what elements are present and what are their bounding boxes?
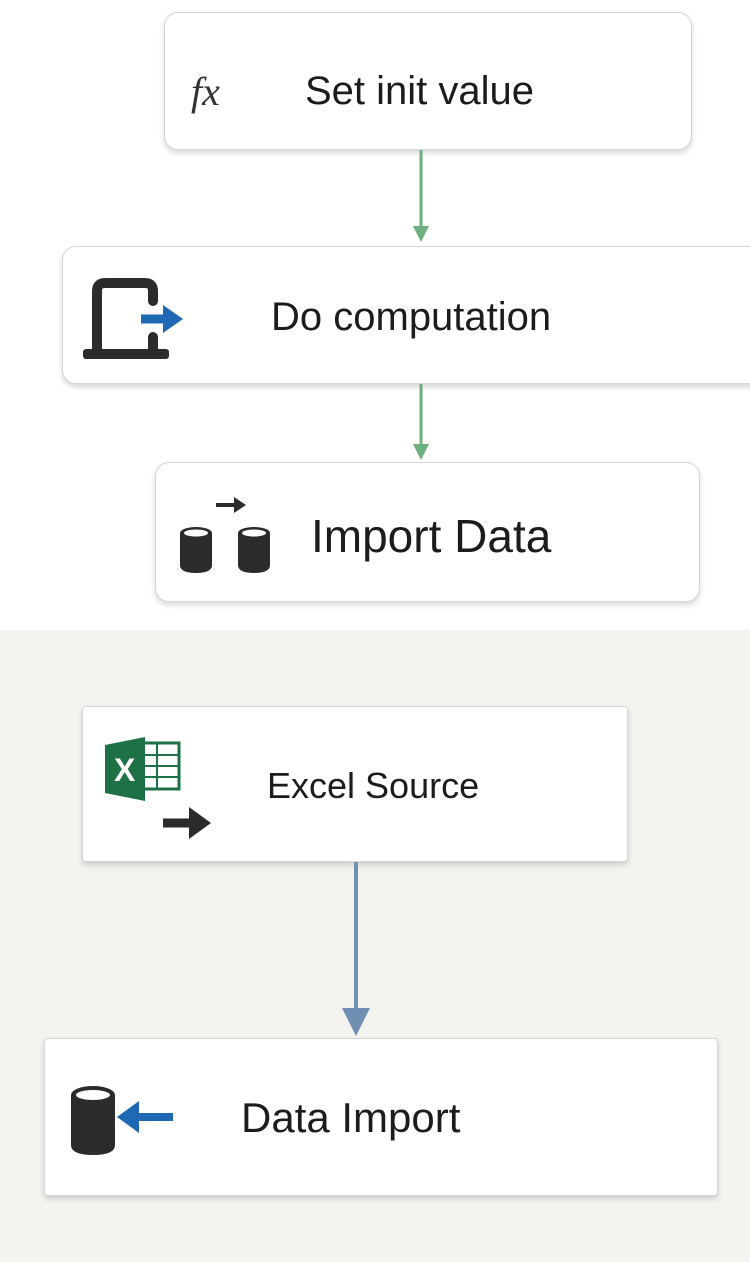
task-do-computation[interactable]: Do computation [62,246,750,384]
component-excel-source[interactable]: X Excel Source [82,706,628,862]
control-flow-canvas: fx Set init value Do computation [0,0,750,630]
excel-source-icon: X [105,737,211,839]
precedence-constraint[interactable] [411,150,431,245]
data-flow-path[interactable] [340,862,372,1038]
data-flow-task-icon [180,497,270,573]
component-label: Data Import [241,1094,461,1141]
svg-text:fx: fx [191,69,220,114]
task-set-init-value[interactable]: fx Set init value [164,12,692,150]
svg-text:X: X [114,752,136,788]
task-label: Import Data [311,510,552,562]
data-flow-canvas: X Excel Source Data Import [0,630,750,1262]
task-label: Set init value [305,69,535,113]
task-label: Do computation [271,295,552,339]
component-label: Excel Source [267,765,480,806]
execute-process-icon [83,278,183,359]
task-import-data[interactable]: Import Data [155,462,700,602]
component-data-import[interactable]: Data Import [44,1038,718,1196]
precedence-constraint[interactable] [411,384,431,462]
database-destination-icon [71,1086,173,1155]
fx-expression-icon: fx [191,69,220,114]
